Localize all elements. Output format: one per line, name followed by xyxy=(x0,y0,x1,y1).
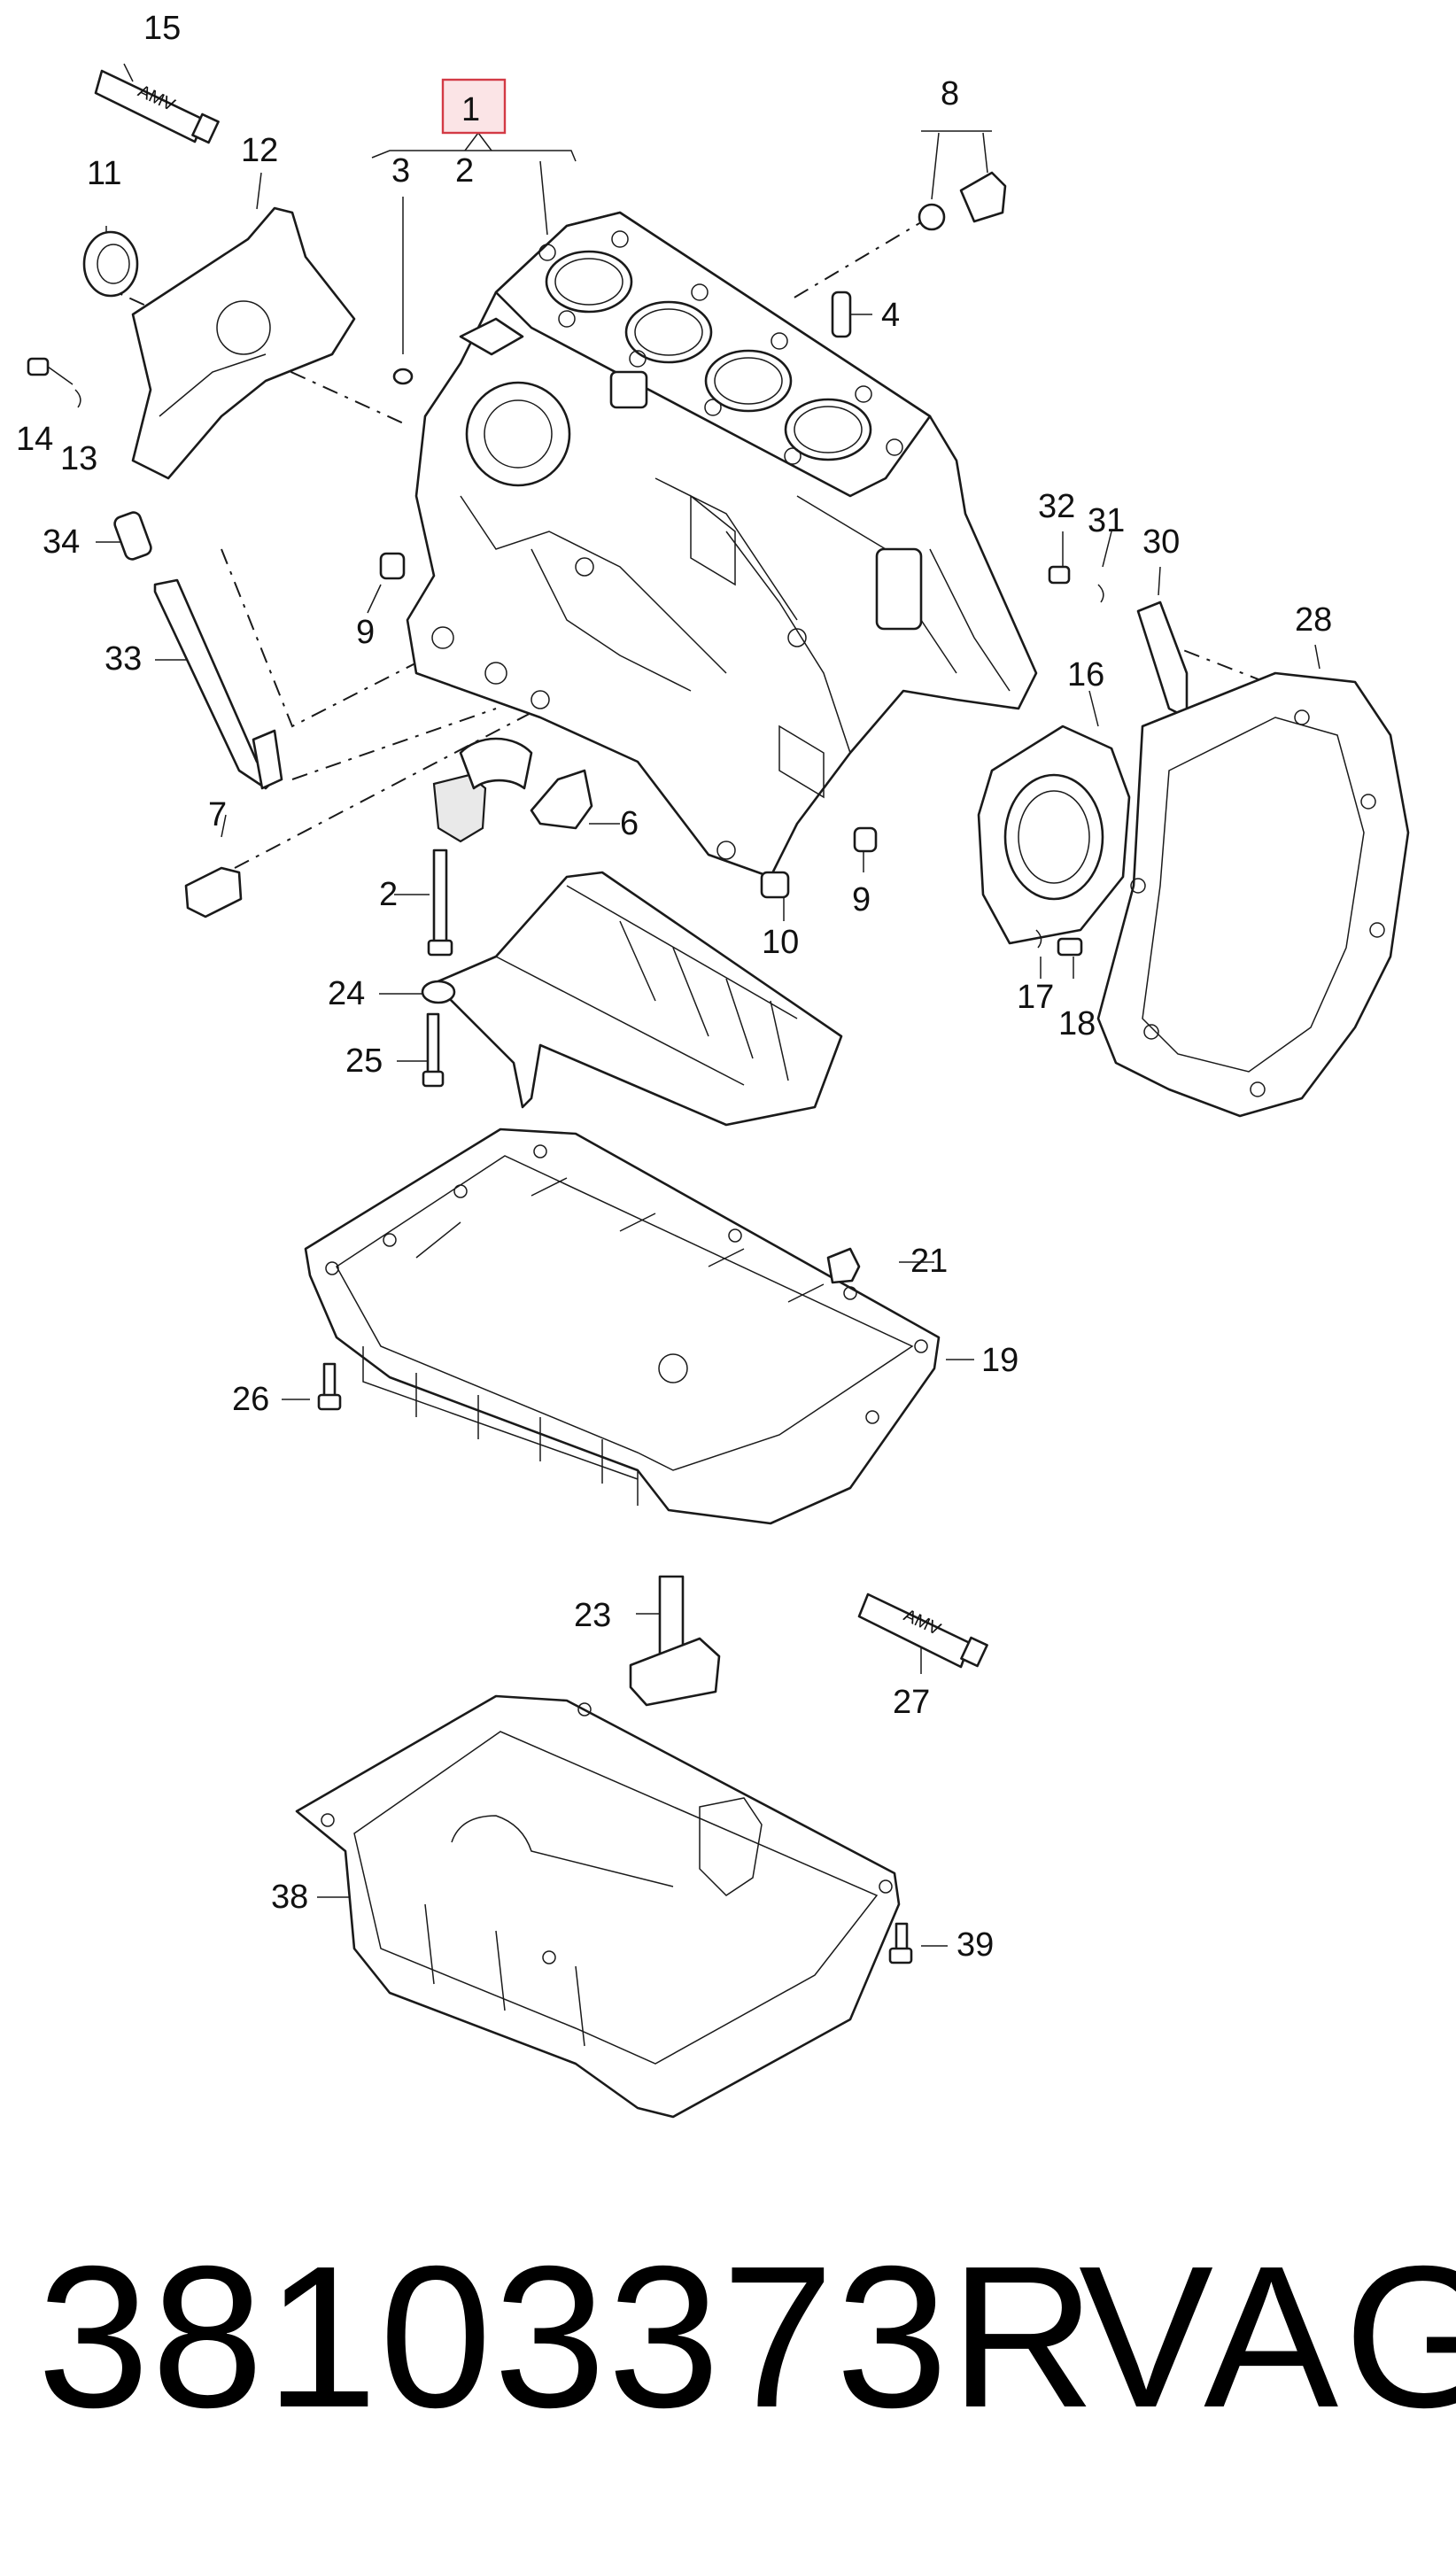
exploded-parts-diagram: AMV AMV xyxy=(16,10,1410,2119)
callout-19: 19 xyxy=(981,1342,1018,1379)
callout-21: 21 xyxy=(910,1243,948,1280)
callout-12: 12 xyxy=(241,132,278,169)
callout-7: 7 xyxy=(208,796,227,833)
callout-17: 17 xyxy=(1017,979,1054,1016)
callout-33: 33 xyxy=(105,640,142,678)
callout-1: 1 xyxy=(461,91,480,128)
callout-30: 30 xyxy=(1142,523,1180,561)
callout-24: 24 xyxy=(328,975,365,1012)
callout-labels: 1 2 3 2 4 6 7 8 9 9 10 11 12 13 14 15 16… xyxy=(16,10,1332,1964)
callout-6: 6 xyxy=(620,805,639,842)
sealant-tube-bottom: AMV xyxy=(857,1592,988,1669)
callout-34: 34 xyxy=(43,523,80,561)
callout-28: 28 xyxy=(1295,601,1332,639)
sealant-tube-top: AMV xyxy=(94,69,220,144)
callout-9-left: 9 xyxy=(356,614,375,651)
callout-39: 39 xyxy=(956,1926,994,1964)
callout-14: 14 xyxy=(16,421,53,458)
callout-27: 27 xyxy=(893,1684,930,1721)
callout-2: 2 xyxy=(379,876,398,913)
highlight-box-part-1 xyxy=(441,78,507,135)
callout-10: 10 xyxy=(762,924,799,961)
callout-23: 23 xyxy=(574,1597,611,1634)
part-number: 38103373R xyxy=(37,2225,1098,2450)
callout-26: 26 xyxy=(232,1381,269,1418)
callout-18: 18 xyxy=(1058,1005,1096,1042)
callout-9-right: 9 xyxy=(852,881,871,918)
callout-16: 16 xyxy=(1067,656,1104,694)
callout-13: 13 xyxy=(60,440,97,477)
callout-25: 25 xyxy=(345,1042,383,1080)
callout-38: 38 xyxy=(271,1879,308,1916)
callout-15: 15 xyxy=(143,10,181,47)
callout-3: 3 xyxy=(391,152,410,190)
small-parts: AMV AMV xyxy=(27,69,1410,2119)
callout-2-top: 2 xyxy=(455,152,474,190)
brand-name: VAG xyxy=(1079,2225,1456,2450)
callout-32: 32 xyxy=(1038,488,1075,525)
engine-block xyxy=(406,211,1038,879)
callout-4: 4 xyxy=(881,297,900,334)
callout-8: 8 xyxy=(941,75,959,112)
callout-11: 11 xyxy=(87,155,121,192)
callout-31: 31 xyxy=(1088,502,1125,539)
